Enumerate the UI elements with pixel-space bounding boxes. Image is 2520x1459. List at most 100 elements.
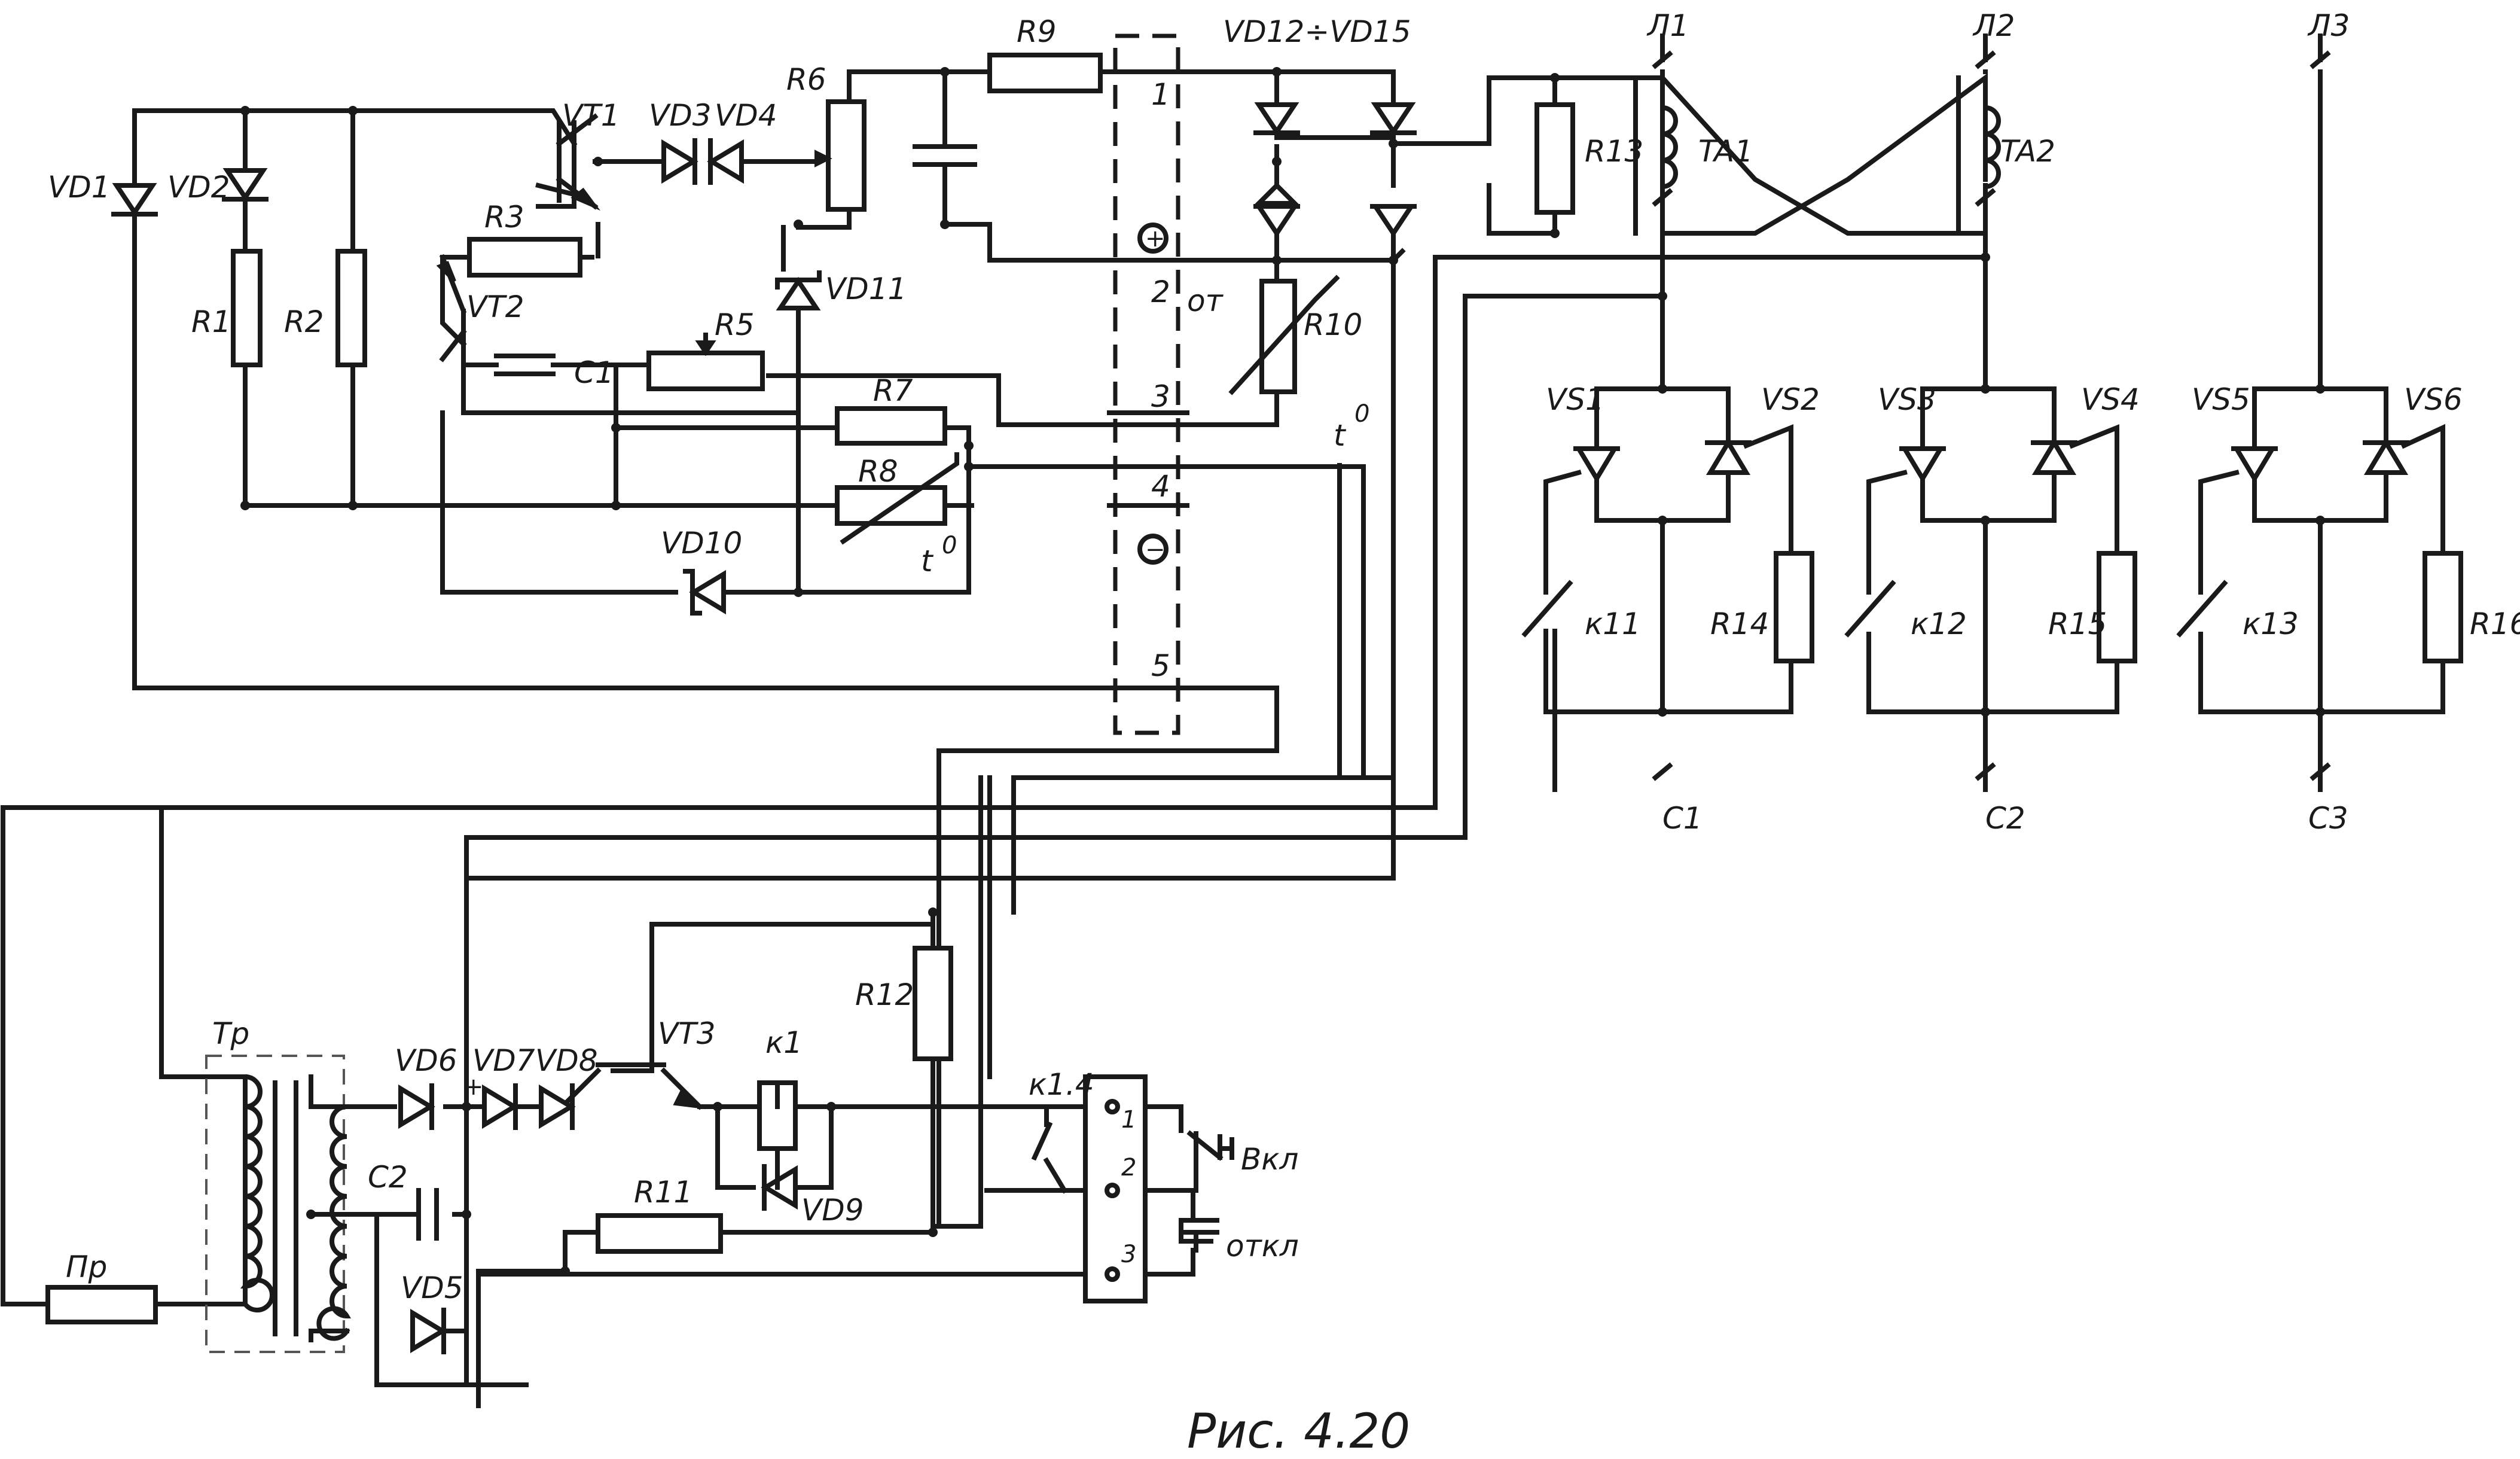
r5-wiper-arrow-icon	[695, 340, 716, 357]
transistors	[436, 113, 706, 1110]
label-pr: Пр	[66, 1250, 107, 1284]
label-vt1: VT1	[562, 98, 620, 133]
label-k11: к11	[1585, 607, 1641, 641]
plus-terminal-mark: +	[1145, 225, 1166, 252]
label-c2: C2	[368, 1160, 408, 1195]
label-c2-line: С2	[1985, 801, 2025, 836]
diode-vd14-icon	[1254, 204, 1299, 238]
resistor-r8	[835, 485, 947, 526]
diode-vd7-icon	[482, 1084, 519, 1129]
vt1-emitter-arrow-icon	[570, 187, 601, 211]
capacitor-c2-icon	[416, 1188, 439, 1241]
contact-k13-icon	[2176, 580, 2228, 638]
connector-pin-4: 4	[1151, 469, 1170, 504]
label-vs6: VS6	[2404, 382, 2463, 417]
label-c3-line: С3	[2308, 801, 2348, 836]
label-vs2: VS2	[1761, 382, 1820, 417]
terminal-l1-icon	[1652, 33, 1673, 69]
labels: VD1 VD2 R1 R2 VT1 VD3 VD4 R6 R9 VD12÷VD1…	[48, 8, 2520, 1305]
resistor-r16	[2423, 551, 2463, 663]
label-vs4: VS4	[2081, 382, 2140, 417]
terminal-l2-icon	[1975, 33, 1996, 69]
label-vs3: VS3	[1878, 382, 1936, 417]
label-vt3: VT3	[658, 1016, 716, 1051]
minus-terminal-mark: −	[1145, 536, 1166, 564]
diode-vd5-icon	[410, 1308, 447, 1354]
label-tp: Тр	[212, 1016, 249, 1051]
label-vd1: VD1	[48, 170, 111, 205]
label-ta2: TA2	[2000, 134, 2055, 169]
resistor-r7	[835, 406, 947, 446]
diode-vd13-icon	[1371, 102, 1416, 136]
diode-vd10-icon	[689, 569, 726, 615]
diode-vd15-icon	[1371, 204, 1416, 238]
resistor-r14	[1774, 551, 1814, 663]
label-r16: R16	[2470, 607, 2520, 641]
junctions	[240, 67, 2325, 1276]
thyristor-vs6-icon	[2363, 438, 2409, 475]
label-r12: R12	[855, 977, 914, 1012]
coils	[240, 75, 2001, 1341]
label-r11: R11	[634, 1175, 692, 1210]
label-ta1: TA1	[1698, 134, 1753, 169]
label-vd12-15: VD12÷VD15	[1223, 14, 1411, 49]
diode-vd6-icon	[398, 1084, 435, 1129]
resistor-r2	[335, 249, 367, 367]
label-r5: R5	[715, 307, 755, 342]
label-k12: к12	[1911, 607, 1967, 641]
switch-pin-1: 1	[1121, 1106, 1136, 1134]
connector-pin-3: 3	[1151, 379, 1170, 414]
contact-k12-icon	[1844, 580, 1896, 638]
label-c1-line: С1	[1662, 801, 1703, 836]
label-r10: R10	[1304, 307, 1362, 342]
vt2-emitter-arrow-icon	[436, 261, 456, 283]
transformer-primary-icon	[240, 1074, 274, 1312]
resistor-r13	[1534, 102, 1575, 215]
minus-terminal-icon	[1137, 534, 1169, 565]
diode-vd12-icon	[1254, 102, 1299, 136]
label-t0-r8: t	[921, 544, 934, 578]
diode-vd2-icon	[222, 168, 268, 202]
label-r7: R7	[873, 373, 913, 408]
current-transformer-ta2-icon	[1982, 105, 2001, 190]
thyristor-vs2-icon	[1706, 438, 1751, 475]
fuse-pr	[45, 1285, 158, 1324]
label-r6: R6	[786, 62, 826, 97]
r10-thermistor-slash	[1228, 275, 1340, 395]
resistor-r12	[913, 946, 953, 1061]
thyristor-blocks	[1521, 386, 2445, 714]
contact-k11-icon	[1521, 580, 1573, 638]
diode-vd8-icon	[539, 1084, 576, 1129]
diode-vd9-icon	[761, 1165, 798, 1210]
label-t0-r8-sup: 0	[942, 532, 957, 559]
diode-vd11-icon	[776, 276, 821, 310]
label-c1: C1	[574, 355, 614, 390]
label-r14: R14	[1710, 607, 1769, 641]
resistor-r3	[467, 237, 582, 278]
terminal-c2-icon	[1975, 762, 1996, 781]
label-on: Вкл	[1241, 1142, 1298, 1177]
label-vd11: VD11	[825, 272, 907, 306]
connector-pin-2: 2	[1151, 275, 1170, 309]
label-r9: R9	[1017, 14, 1057, 49]
resistor-r6	[826, 99, 867, 212]
label-r13: R13	[1585, 134, 1643, 169]
terminal-c3-icon	[2310, 762, 2331, 781]
label-vt2: VT2	[466, 290, 524, 324]
label-t0-r10: t	[1334, 418, 1347, 453]
label-vs5: VS5	[2192, 382, 2250, 417]
label-l3: Л3	[2307, 8, 2350, 43]
thyristor-vs3-icon	[1900, 446, 1945, 483]
label-vd5: VD5	[401, 1271, 463, 1305]
label-vd4: VD4	[715, 98, 777, 133]
resistor-r5	[646, 351, 765, 391]
control-switch-block: 1 2 3	[1083, 1074, 1234, 1303]
diodes	[111, 102, 1417, 1354]
label-k14: к1.4	[1029, 1067, 1094, 1102]
label-vd3: VD3	[649, 98, 712, 133]
label-vd10: VD10	[661, 526, 742, 561]
figure-caption: Рис. 4.20	[1187, 1403, 1410, 1459]
plus-terminal-icon	[1137, 223, 1169, 254]
resistors	[45, 53, 2463, 1324]
